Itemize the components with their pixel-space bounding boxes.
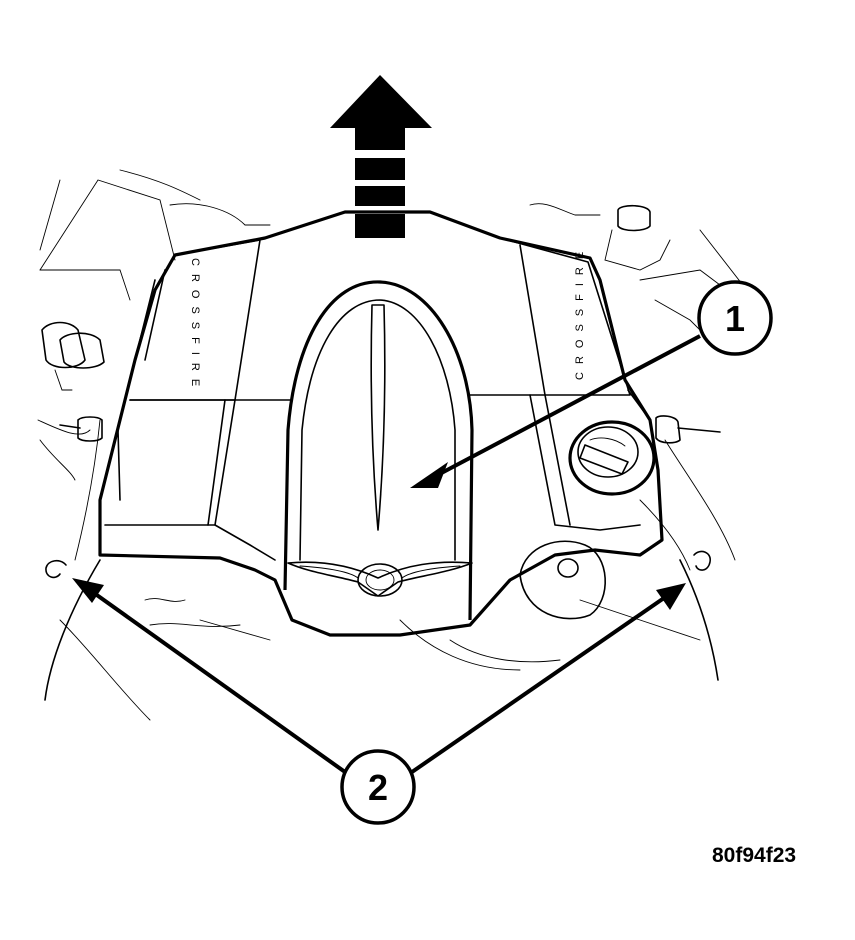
hoses — [59, 415, 721, 444]
callout-1: 1 — [410, 280, 773, 488]
callout-1-number: 1 — [725, 298, 745, 339]
callout-2-number: 2 — [368, 767, 388, 808]
cover-text-right: CROSSFIRE — [574, 244, 586, 380]
cover-text-left: CROSSFIRE — [189, 258, 201, 394]
callout-2: 2 — [72, 578, 686, 825]
chrysler-emblem — [287, 561, 473, 597]
oil-filler-cap — [568, 420, 656, 496]
lift-direction-arrow — [330, 75, 432, 238]
figure-id: 80f94f23 — [712, 844, 797, 867]
engine-cover: CROSSFIRE CROSSFIRE — [98, 210, 664, 637]
retaining-hooks — [45, 550, 711, 579]
engine-bay-background — [37, 169, 771, 721]
reservoir-cylinder — [519, 540, 606, 620]
